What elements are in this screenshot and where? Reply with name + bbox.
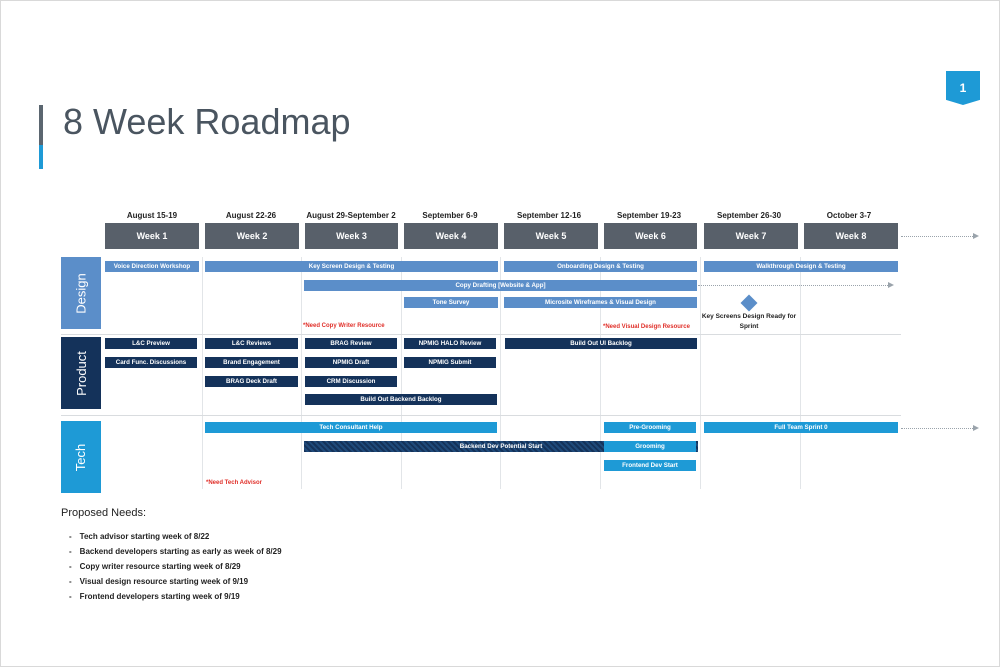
timeline-arrow-line — [901, 236, 973, 237]
task-grooming: Grooming — [604, 441, 696, 452]
task-npmig-submit: NPMIG Submit — [404, 357, 496, 368]
task-tone-survey: Tone Survey — [404, 297, 498, 308]
note-copy-writer: *Need Copy Writer Resource — [303, 323, 385, 329]
date-week-6: September 19-23 — [616, 211, 682, 220]
note-visual-design: *Need Visual Design Resource — [603, 324, 690, 330]
task-onboarding-design: Onboarding Design & Testing — [504, 261, 697, 272]
lane-divider — [61, 415, 901, 416]
timeline-arrow-head — [973, 233, 979, 239]
page-number-badge: 1 — [946, 71, 980, 105]
task-microsite-wireframes: Microsite Wireframes & Visual Design — [504, 297, 697, 308]
grid-line — [700, 257, 701, 489]
grid-line — [202, 257, 203, 489]
date-week-1: August 15-19 — [126, 211, 178, 220]
grid-line — [401, 257, 402, 489]
week-8-header: Week 8 — [804, 223, 898, 249]
page-title: 8 Week Roadmap — [63, 101, 351, 142]
lane-divider — [61, 334, 901, 335]
need-item: Tech advisor starting week of 8/22 — [69, 529, 282, 544]
task-npmig-halo-review: NPMIG HALO Review — [404, 338, 496, 349]
week-7-header: Week 7 — [704, 223, 798, 249]
need-item: Frontend developers starting week of 9/1… — [69, 589, 282, 604]
lane-design: Design — [61, 257, 101, 329]
date-week-2: August 22-26 — [225, 211, 277, 220]
task-key-screen-design: Key Screen Design & Testing — [205, 261, 498, 272]
grid-line — [301, 257, 302, 489]
task-build-backend-backlog: Build Out Backend Backlog — [305, 394, 497, 405]
task-brag-review: BRAG Review — [305, 338, 397, 349]
date-week-5: September 12-16 — [516, 211, 582, 220]
task-lc-preview: L&C Preview — [105, 338, 197, 349]
title-accent-bar-dark — [39, 105, 43, 145]
copy-drafting-arrow-line — [698, 285, 888, 286]
proposed-needs-list: Tech advisor starting week of 8/22 Backe… — [69, 529, 282, 604]
task-full-team-sprint: Full Team Sprint 0 — [704, 422, 898, 433]
week-4-header: Week 4 — [404, 223, 498, 249]
task-card-func-discussions: Card Func. Discussions — [105, 357, 197, 368]
task-tech-consultant-help: Tech Consultant Help — [205, 422, 497, 433]
need-item: Visual design resource starting week of … — [69, 574, 282, 589]
lane-product: Product — [61, 337, 101, 409]
lane-tech: Tech — [61, 421, 101, 493]
copy-drafting-arrow-head — [888, 282, 894, 288]
task-backend-dev-start: Backend Dev Potential Start — [304, 441, 698, 452]
grid-line — [600, 257, 601, 489]
task-brag-deck-draft: BRAG Deck Draft — [205, 376, 298, 387]
task-brand-engagement: Brand Engagement — [205, 357, 298, 368]
task-crm-discussion: CRM Discussion — [305, 376, 397, 387]
week-5-header: Week 5 — [504, 223, 598, 249]
tech-arrow-head — [973, 425, 979, 431]
milestone-diamond-icon — [740, 294, 758, 312]
week-2-header: Week 2 — [205, 223, 299, 249]
date-week-8: October 3-7 — [826, 211, 872, 220]
task-frontend-dev-start: Frontend Dev Start — [604, 460, 696, 471]
need-item: Backend developers starting as early as … — [69, 544, 282, 559]
task-npmig-draft: NPMIG Draft — [305, 357, 397, 368]
task-walkthrough-design: Walkthrough Design & Testing — [704, 261, 898, 272]
task-pre-grooming: Pre-Grooming — [604, 422, 696, 433]
date-week-3: August 29-September 2 — [306, 211, 396, 220]
week-6-header: Week 6 — [604, 223, 697, 249]
need-item: Copy writer resource starting week of 8/… — [69, 559, 282, 574]
week-1-header: Week 1 — [105, 223, 199, 249]
tech-arrow-line — [901, 428, 973, 429]
task-build-ui-backlog: Build Out UI Backlog — [505, 338, 697, 349]
date-week-7: September 26-30 — [716, 211, 782, 220]
milestone-label: Key Screens Design Ready for Sprint — [701, 313, 797, 330]
week-3-header: Week 3 — [305, 223, 398, 249]
task-voice-direction: Voice Direction Workshop — [105, 261, 199, 272]
date-week-4: September 6-9 — [422, 211, 478, 220]
task-lc-reviews: L&C Reviews — [205, 338, 298, 349]
grid-line — [800, 257, 801, 489]
grid-line — [500, 257, 501, 489]
task-copy-drafting: Copy Drafting [Website & App] — [304, 280, 697, 291]
proposed-needs-title: Proposed Needs: — [61, 507, 146, 519]
note-tech-advisor: *Need Tech Advisor — [206, 480, 263, 486]
